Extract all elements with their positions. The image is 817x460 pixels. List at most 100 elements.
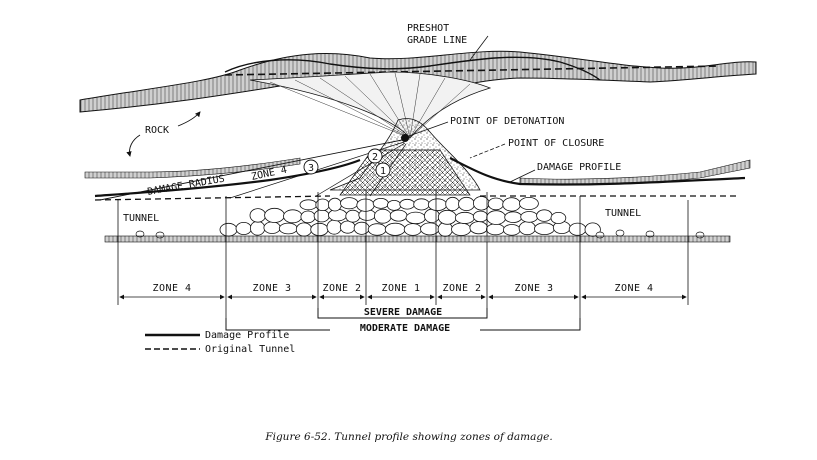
closure-leader bbox=[469, 143, 506, 159]
damage-profile-label: DAMAGE PROFILE bbox=[537, 162, 621, 173]
severe-damage-label: SEVERE DAMAGE bbox=[364, 307, 442, 318]
grade-line-label: GRADE LINE bbox=[407, 35, 467, 46]
rock-arrow-right bbox=[177, 111, 201, 127]
rubble-boulder bbox=[403, 223, 422, 236]
rubble-boulder bbox=[367, 223, 387, 236]
original-tunnel-line-left bbox=[94, 195, 331, 201]
rubble-boulder bbox=[534, 222, 555, 236]
tunnel-rubble bbox=[135, 196, 705, 239]
point-of-detonation-marker bbox=[401, 134, 409, 142]
rubble-boulder bbox=[372, 197, 389, 209]
severe-damage-bracket: SEVERE DAMAGE bbox=[317, 306, 488, 319]
legend-damage-profile-label: Damage Profile bbox=[205, 330, 289, 341]
tunnel-left-label: TUNNEL bbox=[123, 213, 159, 224]
preshot-leader bbox=[469, 35, 489, 61]
rubble-boulder bbox=[295, 222, 313, 237]
rubble-boulder bbox=[427, 198, 448, 212]
zone-label: ZONE 4 bbox=[152, 283, 191, 294]
rubble-boulder bbox=[264, 207, 285, 223]
radius-mark-1-text: 1 bbox=[380, 166, 386, 177]
rubble-boulder bbox=[339, 220, 356, 234]
rubble-boulder bbox=[520, 211, 539, 223]
rubble-boulder bbox=[519, 196, 539, 210]
radius-mark-3 bbox=[303, 159, 319, 175]
rubble-boulder bbox=[502, 224, 521, 236]
rubble-boulder bbox=[313, 209, 330, 223]
rubble-boulder bbox=[326, 219, 342, 235]
radius-line-2 bbox=[315, 142, 406, 197]
rubble-boulder bbox=[405, 211, 426, 225]
rubble-boulder bbox=[356, 198, 375, 212]
tunnel-floor bbox=[104, 235, 731, 243]
damage-radius-line bbox=[99, 139, 403, 201]
rubble-boulder bbox=[263, 221, 281, 234]
zone-boundaries bbox=[117, 190, 689, 330]
floor-pebble bbox=[615, 229, 625, 237]
rubble-boulder bbox=[250, 220, 266, 236]
rubble-boulder bbox=[413, 198, 430, 211]
rubble-boulder bbox=[454, 211, 475, 224]
radius-mark-3-text: 3 bbox=[308, 163, 314, 174]
rubble-boulder bbox=[568, 222, 587, 236]
rubble-boulder bbox=[469, 221, 488, 235]
damage-profile-line bbox=[94, 157, 746, 198]
moderate-damage-label: MODERATE DAMAGE bbox=[360, 323, 450, 334]
rubble-boulder bbox=[278, 222, 298, 235]
rock-label: ROCK bbox=[145, 125, 169, 136]
zone-labels: ZONE 4 ZONE 3 ZONE 2 ZONE 1 ZONE 2 ZONE … bbox=[152, 283, 653, 294]
rubble-boulder bbox=[310, 222, 329, 237]
point-of-closure-label: POINT OF CLOSURE bbox=[508, 138, 604, 149]
moderate-damage-bracket: MODERATE DAMAGE bbox=[225, 318, 581, 334]
figure-caption: Figure 6-52. Tunnel profile showing zone… bbox=[264, 431, 552, 443]
rubble-boulder bbox=[327, 197, 342, 212]
zone-label: ZONE 4 bbox=[614, 283, 653, 294]
radius-mark-2-text: 2 bbox=[372, 152, 378, 163]
rubble-boulder bbox=[472, 210, 489, 223]
zone-label: ZONE 1 bbox=[381, 283, 420, 294]
rubble-boulder bbox=[536, 209, 553, 222]
rubble-boulder bbox=[504, 211, 523, 224]
rubble-boulder bbox=[300, 210, 316, 224]
rubble-boulder bbox=[486, 210, 507, 225]
rubble-boulder bbox=[389, 209, 408, 222]
rock-arrow-left bbox=[126, 134, 141, 157]
rubble-boulder bbox=[451, 222, 472, 236]
crater-mound bbox=[224, 56, 601, 81]
zone-label: ZONE 2 bbox=[322, 283, 361, 294]
detonation-leader bbox=[408, 121, 449, 137]
rubble-boulder bbox=[340, 197, 359, 210]
legend: Damage Profile Original Tunnel bbox=[145, 330, 295, 355]
zone-label: ZONE 3 bbox=[514, 283, 553, 294]
tunnel-right-label: TUNNEL bbox=[605, 208, 641, 219]
rubble-boulder bbox=[423, 208, 440, 223]
damage-profile-leader bbox=[509, 169, 536, 183]
rubble-boulder bbox=[485, 223, 505, 236]
rubble-boulder bbox=[502, 197, 521, 212]
rubble-boulder bbox=[327, 208, 348, 222]
rubble-boulder bbox=[345, 209, 361, 223]
upper-fracture-cone bbox=[249, 71, 492, 139]
rubble-boulder bbox=[283, 209, 303, 224]
preshot-grade-line bbox=[224, 65, 721, 76]
radius-mark-1 bbox=[375, 162, 391, 178]
rubble-boulder bbox=[445, 196, 460, 212]
rubble-boulder bbox=[384, 222, 406, 236]
radius-mark-2 bbox=[367, 148, 383, 164]
rubble-boulder bbox=[235, 221, 252, 235]
rubble-boulder bbox=[299, 199, 318, 211]
zone-label: ZONE 2 bbox=[442, 283, 481, 294]
legend-original-tunnel-label: Original Tunnel bbox=[205, 344, 295, 355]
rubble-boulder bbox=[487, 197, 504, 211]
point-of-detonation-label: POINT OF DETONATION bbox=[450, 116, 564, 127]
rubble-boulder bbox=[353, 221, 370, 235]
rubble-boulder bbox=[437, 209, 457, 225]
zone-label: ZONE 3 bbox=[252, 283, 291, 294]
rubble-boulder bbox=[386, 199, 402, 211]
rubble-boulder bbox=[219, 222, 238, 237]
rubble-boulder bbox=[550, 211, 567, 224]
rubble-boulder bbox=[373, 208, 392, 224]
preshot-label: PRESHOT bbox=[407, 23, 449, 34]
rubble-boulder bbox=[458, 196, 475, 212]
rubble-boulder bbox=[249, 208, 266, 223]
